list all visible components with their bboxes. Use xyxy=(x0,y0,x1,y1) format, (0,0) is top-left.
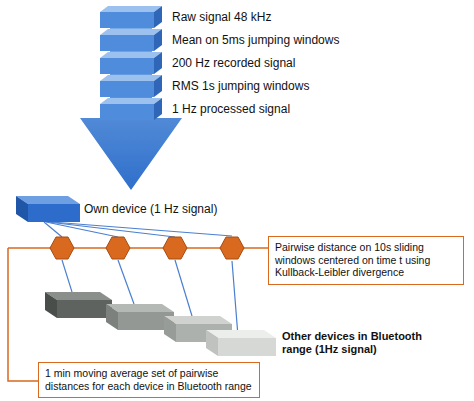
stage-cube: 1 Hz processed signal xyxy=(100,98,162,120)
plate-shape xyxy=(16,196,80,222)
callout-box: 1 min moving average set of pairwise dis… xyxy=(38,362,260,398)
stage-label: Raw signal 48 kHz xyxy=(172,10,271,24)
callout-text: 1 min moving average set of pairwise dis… xyxy=(45,367,253,392)
stage-cube: RMS 1s jumping windows xyxy=(100,75,162,97)
stage-label: 200 Hz recorded signal xyxy=(172,56,295,70)
link-line xyxy=(51,222,237,330)
callout-box: Pairwise distance on 10s sliding windows… xyxy=(268,236,464,285)
device-plate: Other devices in Bluetooth range (1Hz si… xyxy=(206,330,276,356)
cube-shape xyxy=(100,75,162,97)
cube-shape xyxy=(100,6,162,28)
cube-shape xyxy=(100,98,162,120)
device-plate: Own device (1 Hz signal) xyxy=(16,196,80,222)
stage-label: Own device (1 Hz signal) xyxy=(84,202,217,216)
flow-arrow xyxy=(80,20,182,190)
device-slabs xyxy=(45,292,232,342)
stage-cube: Mean on 5ms jumping windows xyxy=(100,29,162,51)
stage-label: Mean on 5ms jumping windows xyxy=(172,33,339,47)
cube-shape xyxy=(100,52,162,74)
callout-text: Pairwise distance on 10s sliding windows… xyxy=(275,241,457,279)
stage-cube: 200 Hz recorded signal xyxy=(100,52,162,74)
stage-cube: Raw signal 48 kHz xyxy=(100,6,162,28)
cube-shape xyxy=(100,29,162,51)
stage-label: Other devices in Bluetooth range (1Hz si… xyxy=(282,330,452,356)
stage-label: 1 Hz processed signal xyxy=(172,102,290,116)
stage-label: RMS 1s jumping windows xyxy=(172,79,309,93)
hexagon-symbols xyxy=(50,237,244,259)
plate-shape xyxy=(206,330,276,356)
